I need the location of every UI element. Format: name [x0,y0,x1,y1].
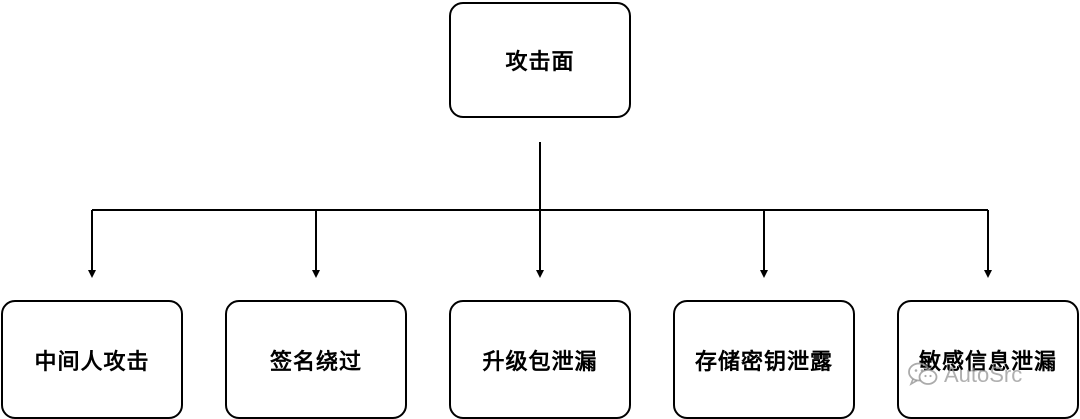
child-node-sensitive-info-leak: 敏感信息泄漏 [897,300,1079,419]
child-node-label: 升级包泄漏 [482,349,598,375]
root-node: 攻击面 [449,2,631,118]
child-node-key-storage-leak: 存储密钥泄露 [673,300,855,419]
child-node-label: 中间人攻击 [34,349,150,375]
child-node-label: 签名绕过 [269,349,362,375]
child-node-update-package-leak: 升级包泄漏 [449,300,631,419]
child-node-label: 存储密钥泄露 [694,349,833,375]
child-node-signature-bypass: 签名绕过 [225,300,407,419]
child-node-mitm: 中间人攻击 [1,300,183,419]
child-node-label: 敏感信息泄漏 [918,349,1057,375]
root-node-label: 攻击面 [505,50,575,75]
